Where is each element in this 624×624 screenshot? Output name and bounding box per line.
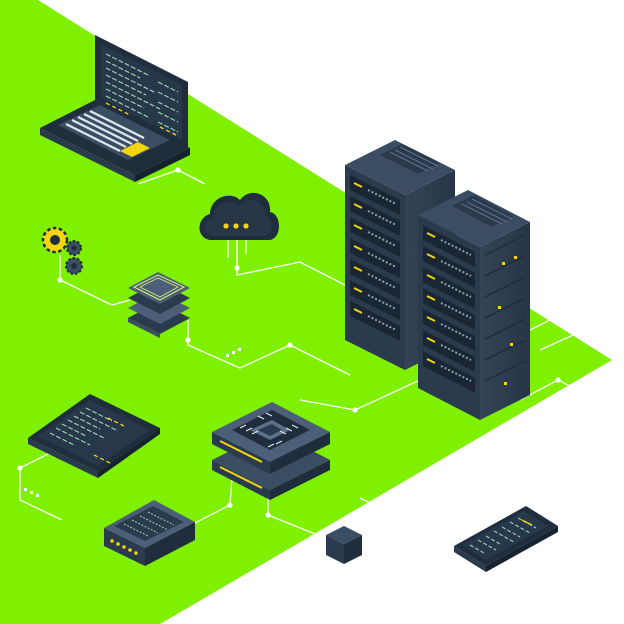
connector-phone-left	[359, 497, 441, 571]
gears-icon	[41, 226, 83, 275]
connector-dashes	[24, 289, 589, 578]
laptop-code-lines	[105, 53, 179, 133]
connector-right-branch-3	[519, 414, 601, 473]
connector-right-branch-1	[529, 209, 611, 331]
processor-chip-icon	[212, 402, 330, 500]
connector-cube-down	[329, 560, 381, 601]
laptop-icon	[40, 35, 190, 182]
smartphone-icon	[454, 506, 558, 572]
connector-layers-chip	[187, 320, 351, 376]
connector-right-branch-2	[539, 269, 606, 351]
server-rack-icon	[345, 140, 530, 420]
router-icon	[104, 500, 195, 566]
connector-tablet-left	[19, 447, 63, 521]
connector-gears-layers	[59, 255, 131, 306]
connector-nodes	[17, 167, 613, 583]
cloud-icon	[199, 192, 279, 262]
connector-servers-phone	[469, 429, 501, 511]
cube-node-icon	[326, 526, 362, 564]
server-rack-front	[418, 190, 530, 420]
tablet-icon	[28, 394, 160, 478]
stacked-layers-icon	[128, 272, 190, 338]
